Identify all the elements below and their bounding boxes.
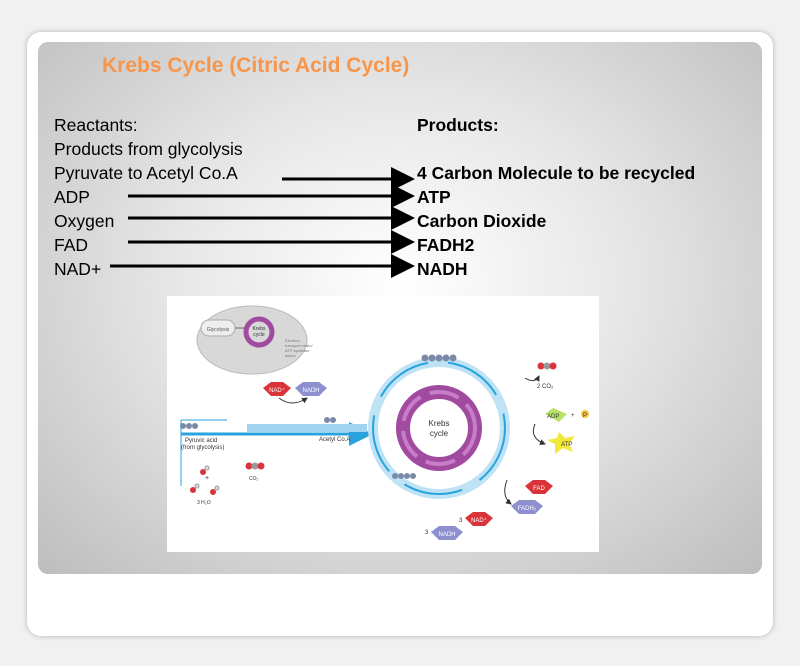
reactant-item: NAD+ xyxy=(54,259,102,279)
krebs-small-label-2: cycle xyxy=(253,332,265,338)
products-list: Products: 4 Carbon Molecule to be recycl… xyxy=(417,113,695,281)
slide-title: Krebs Cycle (Citric Acid Cycle) xyxy=(102,54,410,77)
reactant-item: Products from glycolysis xyxy=(54,139,243,159)
three-nadh-label: NADH xyxy=(438,532,455,538)
atp-label: ATP xyxy=(561,442,572,448)
krebs-small-label-1: Krebs xyxy=(252,326,266,332)
three-nadh-number: 3 xyxy=(425,530,429,536)
water-label: 3 H₂O xyxy=(197,500,211,506)
two-co2-molecules xyxy=(537,362,557,370)
adp-label: ADP xyxy=(547,414,559,420)
two-co2-label: 2 CO₂ xyxy=(537,384,554,390)
pyruvic-acid-label-2: (from glycolysis) xyxy=(181,445,224,451)
glycolysis-label: Glycolysis xyxy=(207,327,230,333)
top-carbon-chain xyxy=(421,354,457,362)
fad-fadh2-conversion: FAD FADH₂ xyxy=(504,479,553,514)
three-nad-conversion: 3 NAD⁺ 3 NADH xyxy=(425,512,493,540)
krebs-center-label-2: cycle xyxy=(430,429,449,438)
product-item: Carbon Dioxide xyxy=(417,211,547,231)
acetyl-coa-label: Acetyl Co.A xyxy=(319,437,350,443)
phosphate-label: P xyxy=(583,413,587,419)
fadh2-label: FADH₂ xyxy=(518,506,537,512)
adp-plus-sign: + xyxy=(571,413,575,419)
reactant-item: FAD xyxy=(54,235,89,255)
pyruvate-molecule xyxy=(180,423,198,429)
product-item: 4 Carbon Molecule to be recycled xyxy=(417,163,696,183)
products-header: Products: xyxy=(417,115,499,135)
etc-label-1: Electron xyxy=(285,338,300,343)
nad-nadh-exchange: NAD⁺ NADH xyxy=(263,382,327,404)
bottom-carbon-chain xyxy=(392,473,416,479)
product-item: FADH2 xyxy=(417,235,475,255)
krebs-cycle-figure: Glycolysis Krebs cycle Electron transpor… xyxy=(167,296,599,552)
co2-molecule xyxy=(245,462,265,470)
reactant-item: Pyruvate to Acetyl Co.A xyxy=(54,163,238,183)
co2-label: CO₂ xyxy=(249,476,259,482)
reactant-item: ADP xyxy=(54,187,90,207)
reactants-header: Reactants: xyxy=(54,115,138,135)
product-item: NADH xyxy=(417,259,468,279)
etc-label-3: ATP synthase xyxy=(285,348,310,353)
krebs-center-label-1: Krebs xyxy=(429,419,450,428)
acetyl-coa-molecule xyxy=(324,417,336,423)
etc-label-4: action xyxy=(285,353,296,358)
reactant-item: Oxygen xyxy=(54,211,115,231)
nadh-label: NADH xyxy=(302,388,319,394)
plus-sign: + xyxy=(205,475,209,482)
fad-label: FAD xyxy=(533,486,545,492)
nad-plus-label: NAD⁺ xyxy=(269,387,285,394)
pyruvic-acid-label-1: Pyruvic acid xyxy=(185,438,217,444)
adp-atp-conversion: ADP P + ATP xyxy=(532,408,589,454)
three-nad-number: 3 xyxy=(459,518,463,524)
etc-label-2: transport chain/ xyxy=(285,343,313,348)
water-molecules xyxy=(190,465,220,495)
mitochondrion-thumbnail: Glycolysis Krebs cycle Electron transpor… xyxy=(196,305,313,375)
three-nad-label: NAD⁺ xyxy=(471,517,487,524)
krebs-cycle-ring: Krebs cycle xyxy=(368,357,510,499)
reactants-list: Reactants: Products from glycolysis Pyru… xyxy=(54,113,243,281)
product-item: ATP xyxy=(417,187,451,207)
